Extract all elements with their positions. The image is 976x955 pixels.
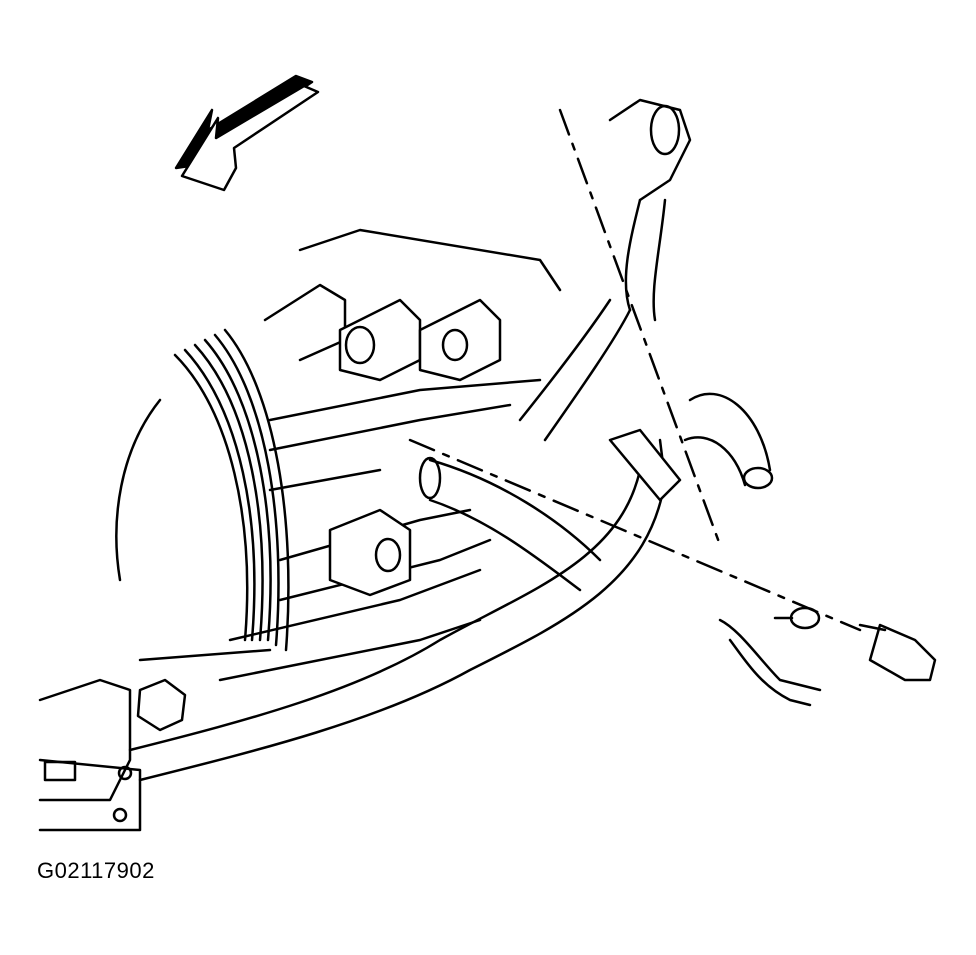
ground-connector	[608, 428, 937, 707]
alignment-lines	[408, 108, 862, 632]
figure-code: G02117902	[37, 858, 155, 883]
wiring-harness	[128, 98, 774, 782]
direction-arrow-icon	[174, 74, 320, 192]
radiator	[115, 328, 290, 662]
engine-frame	[218, 228, 562, 682]
lower-bracket	[38, 678, 187, 832]
